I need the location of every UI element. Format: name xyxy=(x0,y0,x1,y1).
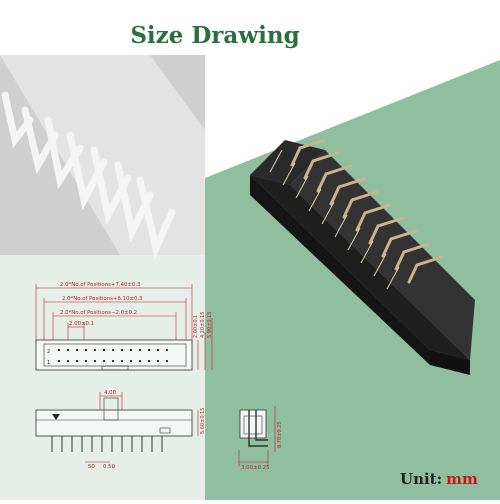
dim-pin-width: 0.50 xyxy=(103,464,116,470)
side-view-drawing: 8.70±0.25 3.00±0.25 xyxy=(238,406,283,471)
dim-row-pitch: 2.00±0.1 xyxy=(193,315,199,338)
connector-photo xyxy=(250,138,475,375)
pins-photo-highlight xyxy=(0,55,205,255)
dim-side-height: 8.70±0.25 xyxy=(277,422,283,448)
dim-pin-pitch-front: 50 xyxy=(88,464,95,470)
blurred-pins xyxy=(1,91,176,259)
dim-key-width: 4.00 xyxy=(104,390,117,396)
dim-pin-pitch: 2.00±0.1 xyxy=(69,321,94,327)
row-label-1: 1 xyxy=(47,360,50,366)
front-view-drawing: 4.00 5.60±0.15 50 0.50 xyxy=(35,390,206,470)
dim-front-height: 5.60±0.15 xyxy=(200,408,206,434)
page-title: Size Drawing xyxy=(130,22,300,49)
top-view-drawing: 2.0*No.of Positions+7.40±0.3 2.0*No.of P… xyxy=(35,282,213,371)
unit-value: mm xyxy=(446,470,478,488)
dim-body-height: 4.20±0.15 xyxy=(200,312,206,338)
dim-overall-length: 2.0*No.of Positions+7.40±0.3 xyxy=(60,282,141,288)
dim-body-depth: 5.90±0.15 xyxy=(207,312,213,338)
row-label-2: 2 xyxy=(47,349,50,355)
dim-pin-span: 2.0*No.of Positions−2.0±0.2 xyxy=(60,310,137,316)
dim-body-length: 2.0*No.of Positions+6.10±0.3 xyxy=(62,296,143,302)
unit-label: Unit:mm xyxy=(400,470,478,488)
dim-pin-length: 3.00±0.25 xyxy=(241,465,270,471)
unit-caption: Unit: xyxy=(400,470,443,488)
